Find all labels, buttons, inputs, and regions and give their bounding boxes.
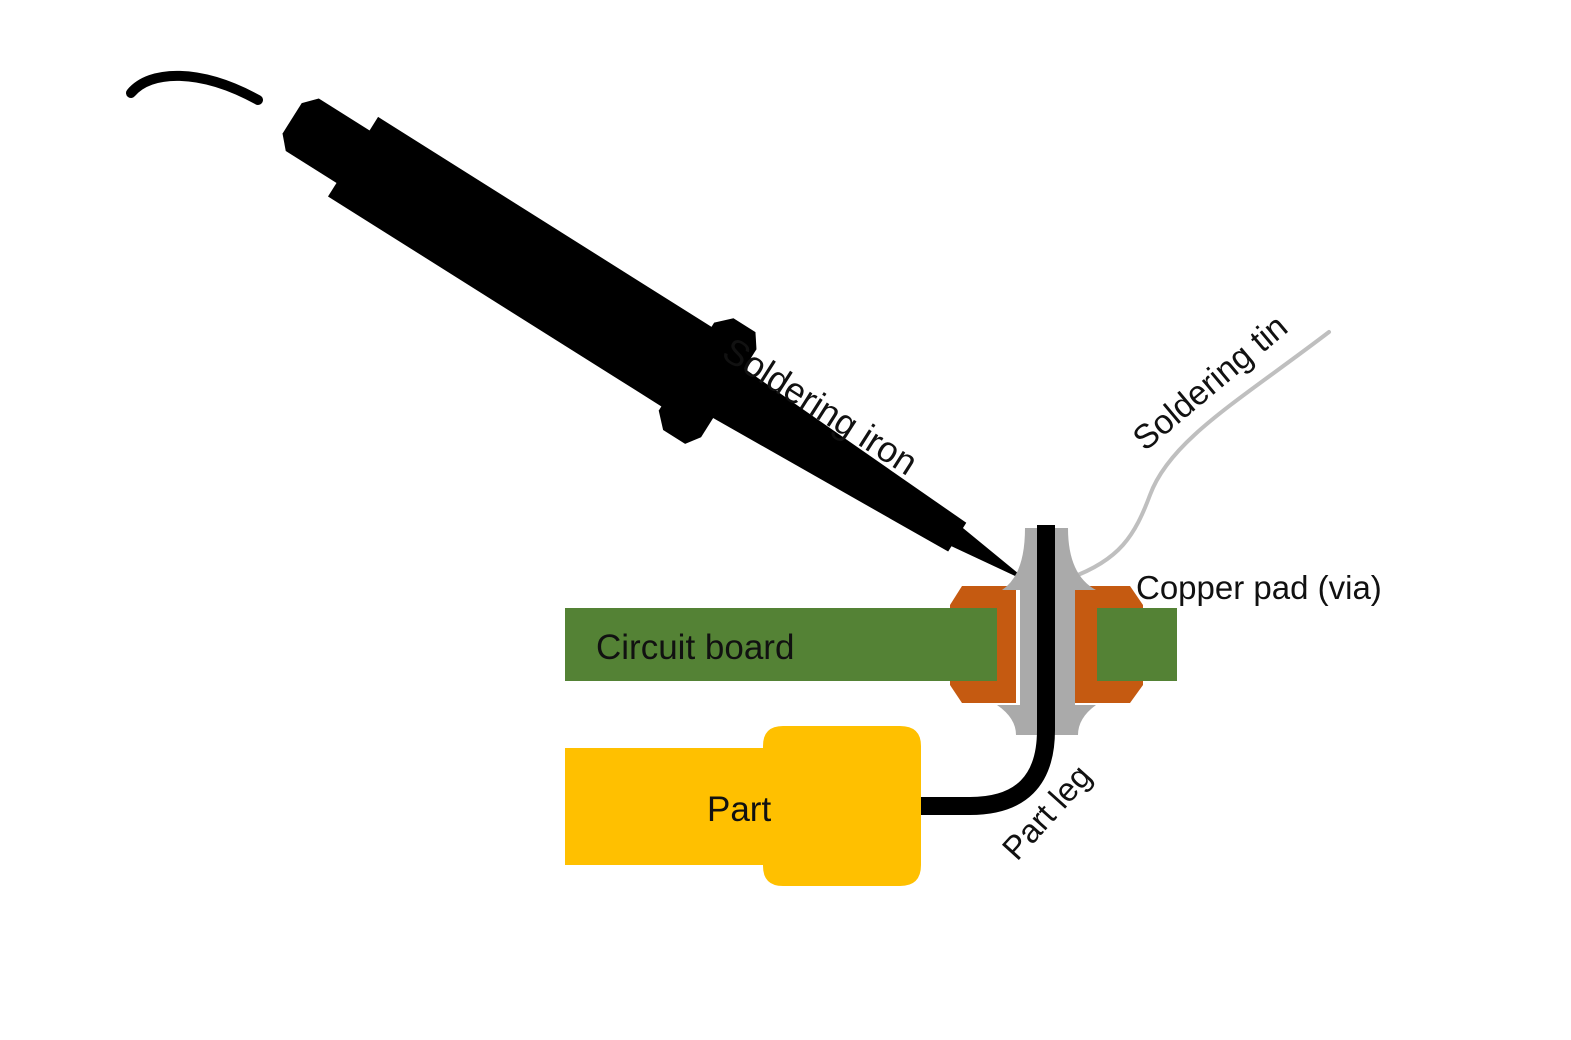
part-body: [565, 726, 921, 886]
label-soldering-tin: Soldering tin: [1126, 308, 1295, 459]
label-part: Part: [707, 790, 771, 829]
soldering-iron: [282, 98, 1030, 583]
circuit-board-right: [1097, 608, 1177, 681]
circuit-board-left: [565, 608, 997, 681]
iron-shaft: [699, 359, 967, 552]
iron-tip: [949, 526, 1030, 583]
iron-rear-cap: [282, 98, 371, 184]
label-copper-pad: Copper pad (via): [1136, 569, 1382, 606]
part-leg: [921, 525, 1055, 815]
soldering-tin-wire: [1068, 330, 1331, 580]
iron-handle: [328, 116, 713, 407]
iron-cable: [126, 70, 263, 105]
iron-guard: [658, 318, 757, 444]
label-circuit-board: Circuit board: [596, 628, 794, 667]
